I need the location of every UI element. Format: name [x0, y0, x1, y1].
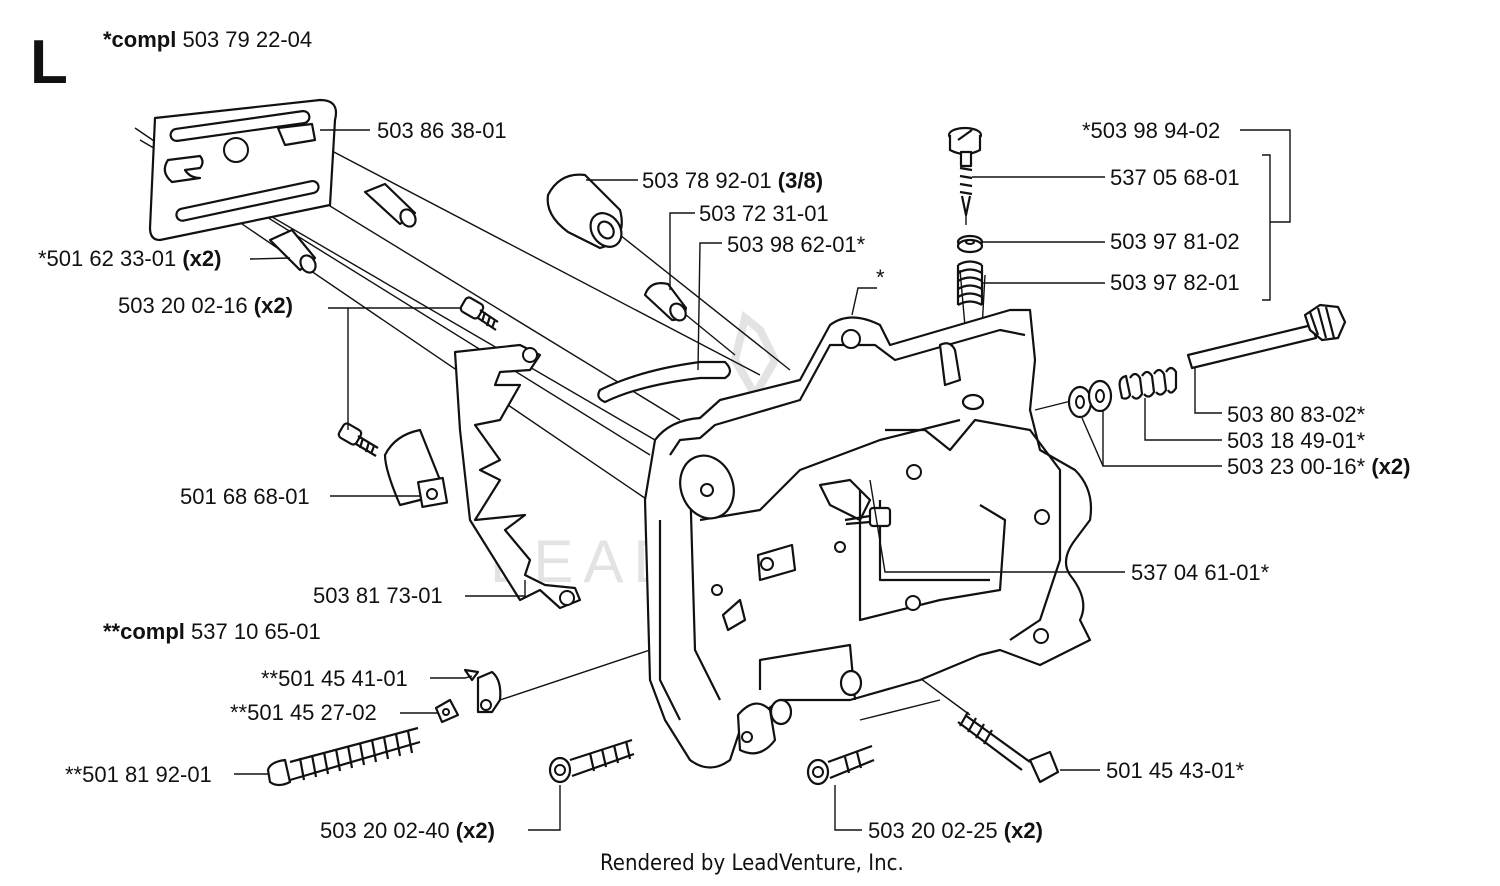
label-p20: 503 78 92-01 (3/8) [642, 168, 823, 193]
label-p5: 503 81 73-01 [313, 583, 443, 608]
label-p11: 501 45 43-01* [1106, 758, 1245, 783]
screw-lower-left [548, 738, 635, 784]
label-p14: 503 18 49-01* [1227, 428, 1366, 453]
label-p15: 503 80 83-02* [1227, 402, 1366, 427]
label-p22: 503 98 62-01* [727, 232, 866, 257]
adjust-screw [844, 506, 892, 528]
crankcase-housing [643, 308, 1093, 769]
label-p8: **501 81 92-01 [65, 762, 212, 787]
bar-adjuster [266, 668, 502, 787]
spring-pin [643, 282, 688, 322]
compl-top-label: *compl 503 79 22-04 [103, 27, 312, 52]
studs [268, 182, 417, 274]
brake-band [597, 360, 732, 404]
label-p18: 537 05 68-01 [1110, 165, 1240, 190]
label-p13: 503 23 00-16* (x2) [1227, 454, 1410, 479]
part-drawings [134, 98, 1347, 787]
compl-top-prefix: *compl [103, 27, 176, 52]
label-p4: 501 68 68-01 [180, 484, 310, 509]
label-p3: 503 20 02-16 (x2) [118, 293, 293, 318]
spring [1118, 366, 1178, 400]
oil-pump-screw [947, 126, 984, 306]
washers [1067, 379, 1113, 419]
bar-bolt [957, 711, 1060, 784]
screw-lower-middle [806, 744, 875, 786]
plug [546, 173, 623, 250]
label-p19: *503 98 94-02 [1082, 118, 1220, 143]
label-p16: 503 97 82-01 [1110, 270, 1240, 295]
compl-mid-label: **compl 537 10 65-01 [103, 619, 321, 644]
label-p10: 503 20 02-25 (x2) [868, 818, 1043, 843]
screws-upper [337, 296, 499, 457]
label-p1: 503 86 38-01 [377, 118, 507, 143]
compl-mid-prefix: **compl [103, 619, 185, 644]
guide-plate [148, 98, 338, 242]
label-p2: *501 62 33-01 (x2) [38, 246, 221, 271]
label-p6: **501 45 41-01 [261, 666, 408, 691]
label-p23: * [876, 265, 885, 290]
compl-mid-number: 537 10 65-01 [191, 619, 321, 644]
label-p17: 503 97 81-02 [1110, 229, 1240, 254]
cover-plate [453, 343, 582, 610]
chain-catcher [383, 428, 449, 508]
label-p12: 537 04 61-01* [1131, 560, 1270, 585]
leader-lines [234, 129, 1291, 831]
compl-top-number: 503 79 22-04 [182, 27, 312, 52]
section-letter: L [30, 28, 68, 97]
label-p21: 503 72 31-01 [699, 201, 829, 226]
label-p7: **501 45 27-02 [230, 700, 377, 725]
part-labels: 503 86 38-01 *501 62 33-01 (x2) 503 20 0… [38, 118, 1410, 843]
footer-credit: Rendered by LeadVenture, Inc. [600, 851, 904, 876]
label-p9: 503 20 02-40 (x2) [320, 818, 495, 843]
worm-gear-shaft [1186, 303, 1347, 370]
